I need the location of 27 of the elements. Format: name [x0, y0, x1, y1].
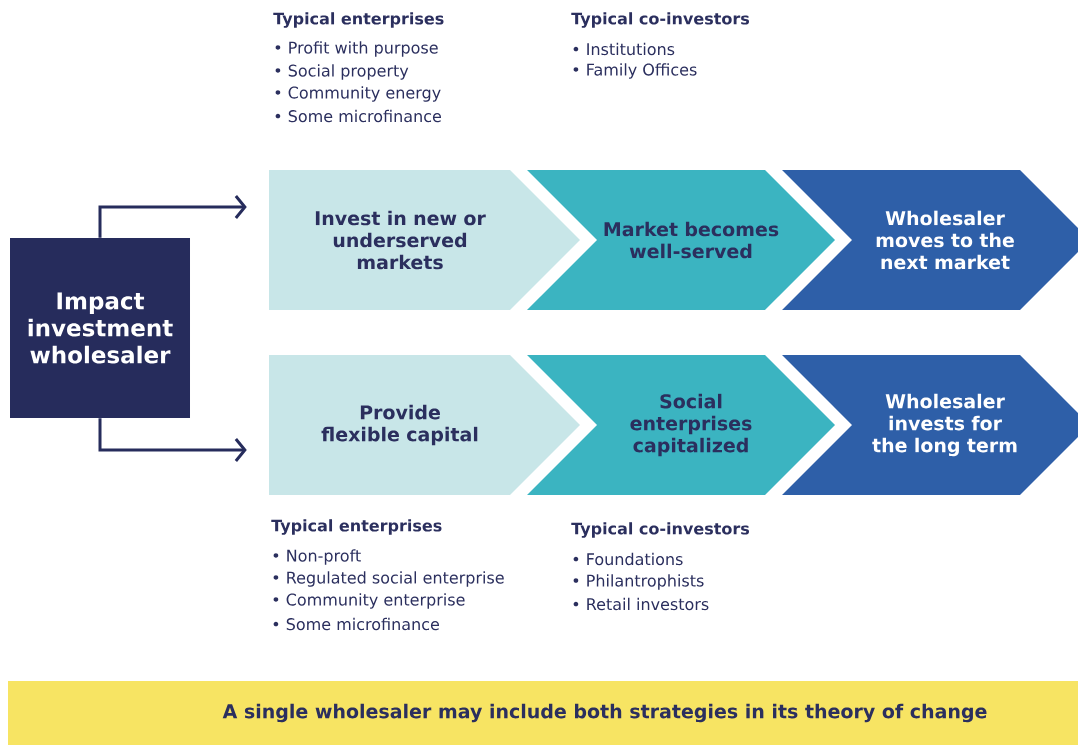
- list-item: • Social property: [275, 64, 409, 80]
- arrow: [98, 418, 247, 462]
- chevron-step: Wholesaler invests for the long term: [782, 355, 1078, 495]
- list-item: • Retail investors: [573, 597, 709, 611]
- list-heading: Typical enterprises: [273, 12, 444, 28]
- list-item: • Non-proft: [273, 549, 361, 565]
- list-item: • Institutions: [573, 42, 675, 56]
- list-item: • Some microfinance: [273, 617, 439, 631]
- list-item: • Foundations: [573, 552, 683, 566]
- list-heading: Typical co-investors: [571, 522, 750, 538]
- chevron-step: Wholesaler moves to the next market: [782, 170, 1078, 310]
- list-heading: Typical co-investors: [571, 12, 750, 28]
- list-item: • Philantrophists: [573, 574, 704, 590]
- list-heading: Typical enterprises: [271, 519, 442, 535]
- list-item: • Family Offices: [573, 63, 697, 79]
- process-box: Impact investment wholesaler: [10, 238, 190, 418]
- list-item: • Community energy: [275, 86, 441, 102]
- arrow: [98, 195, 247, 238]
- chevron-step: Market becomes well-served: [527, 170, 835, 310]
- list-item: • Regulated social enterprise: [273, 571, 504, 587]
- chevron-step: Invest in new or underserved markets: [269, 170, 580, 310]
- chevron-step: Provide flexible capital: [269, 355, 580, 495]
- chevron-step: Social enterprises capitalized: [527, 355, 835, 495]
- list-item: • Some microfinance: [275, 109, 441, 123]
- list-item: • Community enterprise: [273, 593, 465, 609]
- note-banner: A single wholesaler may include both strategies in its theory of change: [8, 681, 1078, 745]
- list-item: • Profit with purpose: [275, 41, 438, 57]
